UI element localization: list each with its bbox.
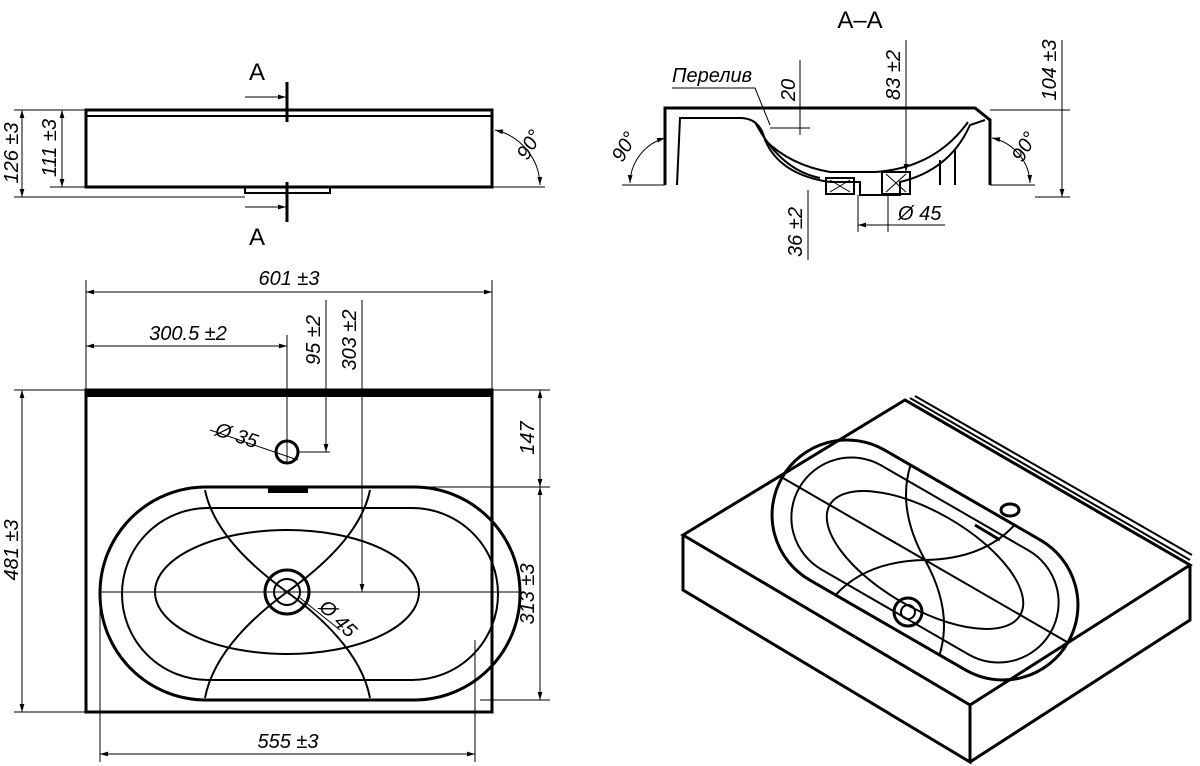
plan-view: Ø 35 Ø 45 601 ±3 300.5 ±2 95 ±2 303 ±2 1… [1,268,550,762]
section-title: A–A [837,7,882,34]
isometric-view [680,395,1193,765]
dim-half-width: 300.5 ±2 [149,323,227,345]
section-drain-diameter: Ø 45 [897,203,942,225]
dim-hole-offset: 95 ±2 [303,315,325,365]
dim-section-height: 104 ±3 [1039,39,1061,100]
dim-drain-height: 36 ±2 [785,207,807,257]
dim-bowl-depth: 313 ±3 [517,563,539,624]
dim-total-height: 126 ±3 [1,122,23,183]
section-angle-right: 90° [1008,128,1042,165]
section-mark-top: A [249,59,265,86]
dim-width: 601 ±3 [258,268,319,290]
dim-overflow: 20 [778,79,800,102]
dim-drain-offset: 303 ±2 [339,309,361,370]
side-view: 126 ±3 111 ±3 A A 90° [1,59,547,251]
dim-hole-diameter: Ø 35 [212,419,262,454]
overflow-label: Перелив [672,65,752,87]
dim-bowl-width: 555 ±3 [257,731,318,753]
section-mark-bottom: A [249,224,265,251]
side-angle: 90° [513,126,547,163]
dim-front-to-bowl: 147 [517,420,539,454]
section-view: A–A 90° 90° Перелив 20 83 ±2 104 ±3 36 ±… [608,7,1070,260]
dim-body-height: 111 ±3 [39,119,61,177]
dim-depth: 481 ±3 [1,519,23,580]
dim-bowl-depth: 83 ±2 [883,50,905,100]
